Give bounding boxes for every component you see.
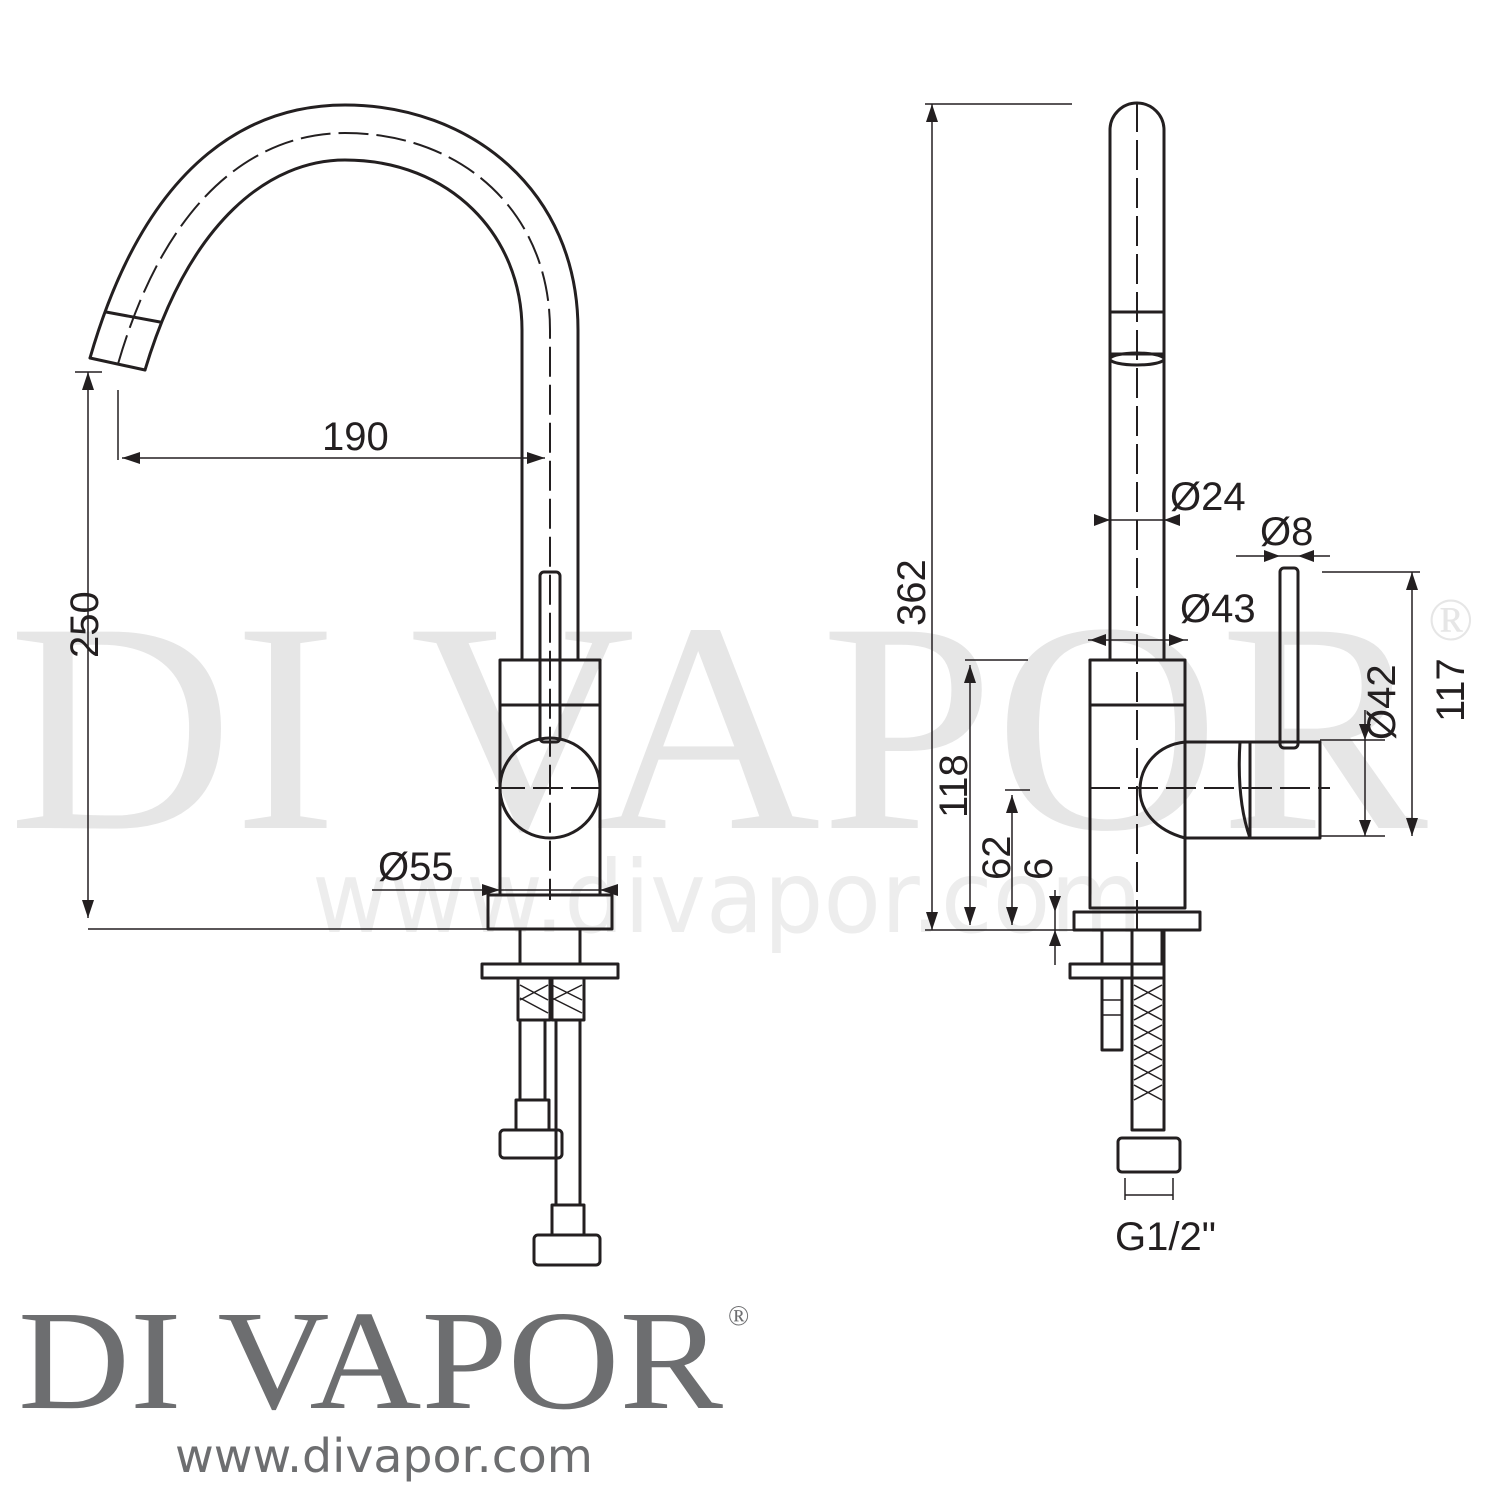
dim-connection: G1/2" [1115, 1215, 1216, 1259]
front-washer [480, 962, 620, 980]
logo-brand: DI VAPOR [18, 1281, 723, 1439]
dim-body-diameter: Ø43 [1180, 587, 1256, 631]
side-nut [1116, 1136, 1182, 1174]
dim-base-diameter: Ø55 [378, 845, 454, 889]
logo: DI VAPOR ® www.divapor.com [18, 1281, 749, 1483]
logo-registered: ® [728, 1301, 749, 1332]
side-handle [1138, 740, 1252, 840]
side-lever [1278, 566, 1300, 750]
front-ferrule-right [550, 1203, 586, 1237]
dim-body-height: 118 [932, 754, 976, 818]
watermark-url: www.divapor.com [312, 839, 1142, 956]
side-hose-braid [1133, 984, 1163, 1101]
dim-lever-diameter: Ø8 [1260, 510, 1313, 554]
spout-inner [143, 158, 524, 662]
dim-lever-height: 117 [1429, 658, 1473, 722]
side-rod [1100, 976, 1124, 1052]
dim-spout-diameter: Ø24 [1170, 475, 1246, 519]
dim-spout-height: 250 [63, 591, 107, 658]
front-ferrule-left [514, 1098, 551, 1132]
side-view: 362 118 62 6 Ø24 Ø8 Ø43 Ø42 [890, 101, 1473, 1259]
front-hose-right [550, 976, 586, 1022]
front-lever [538, 570, 562, 744]
side-handle-cap [1237, 740, 1322, 840]
side-washer [1068, 962, 1166, 980]
front-nut-right [532, 1233, 602, 1267]
front-hose-left [516, 976, 552, 1022]
aerator [88, 310, 162, 372]
dim-handle-diameter: Ø42 [1360, 664, 1404, 740]
front-nut-left [498, 1128, 564, 1160]
dim-reach: 190 [322, 415, 389, 459]
side-body [1088, 658, 1187, 910]
side-hose [1130, 928, 1166, 1132]
spout-centerline [117, 131, 551, 900]
side-aerator-outlet [1108, 351, 1166, 367]
logo-url: www.divapor.com [175, 1429, 593, 1483]
front-hose-braid [519, 984, 583, 1014]
dim-base-thickness: 6 [1017, 858, 1061, 880]
watermark-registered: ® [1428, 587, 1474, 653]
spout-outer [88, 103, 580, 662]
front-view: 190 250 Ø55 [63, 103, 620, 1267]
dim-total-height: 362 [890, 559, 934, 626]
dim-handle-axis-height: 62 [975, 836, 1019, 881]
watermark: DI VAPOR ® www.divapor.com [8, 561, 1474, 956]
